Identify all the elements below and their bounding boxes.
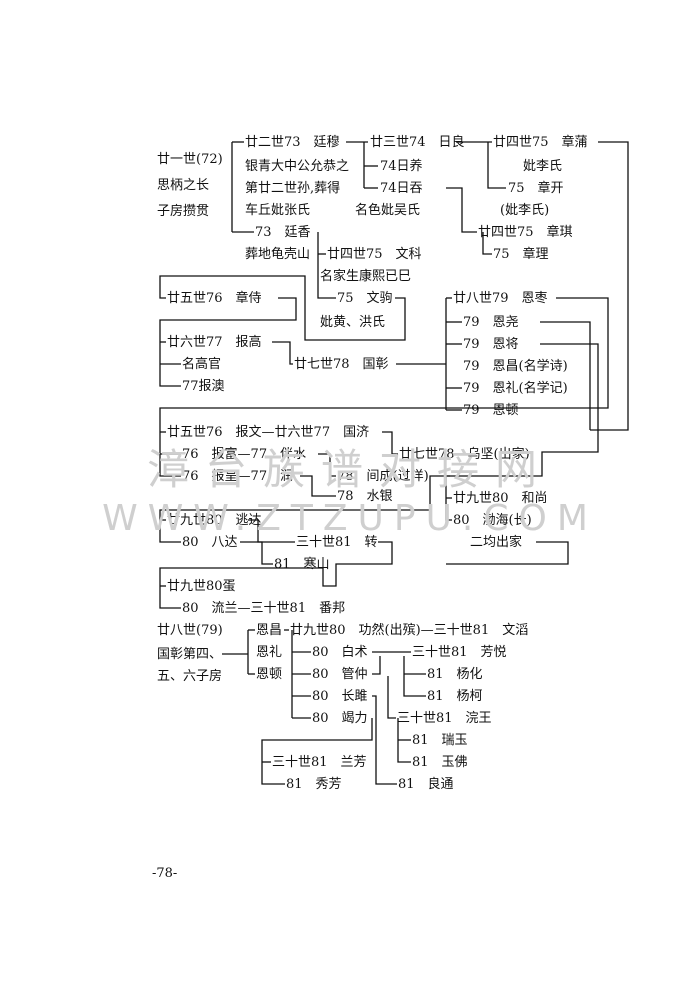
genealogy-label: 78 间成(过洋) bbox=[337, 469, 429, 484]
connector-line bbox=[445, 343, 599, 521]
genealogy-label: 80 长雎 bbox=[312, 689, 368, 704]
genealogy-label: 廿四世75 文科 bbox=[327, 247, 422, 262]
genealogy-label: (妣李氏) bbox=[500, 203, 549, 218]
genealogy-label: 81 瑞玉 bbox=[412, 733, 468, 748]
genealogy-label: 79 恩礼(名学记) bbox=[463, 380, 568, 396]
connector-line bbox=[159, 475, 450, 543]
genealogy-label: 妣李氏 bbox=[523, 159, 562, 174]
genealogy-label: 74日养 bbox=[380, 158, 423, 174]
genealogy-label: 廿八世79 恩枣 bbox=[453, 291, 548, 306]
genealogy-label: 73 廷香 bbox=[255, 225, 311, 240]
genealogy-label: 74日吞 bbox=[380, 181, 423, 196]
page-number: -78- bbox=[152, 866, 178, 881]
genealogy-label: 80 渤海(长) bbox=[453, 512, 532, 528]
genealogy-label: 廿六世77 报高 bbox=[167, 334, 262, 350]
genealogy-label: 81 杨化 bbox=[427, 667, 483, 682]
genealogy-label: 葬地龟壳山 bbox=[245, 247, 310, 262]
genealogy-label: 75 文驹 bbox=[337, 291, 393, 306]
genealogy-label: 80 流兰—三十世81 番邦 bbox=[182, 601, 345, 616]
connector-line bbox=[240, 541, 273, 565]
connector-line bbox=[397, 718, 411, 763]
genealogy-label: 五、六子房 bbox=[157, 668, 222, 684]
genealogy-label: 恩礼 bbox=[256, 644, 282, 660]
genealogy-label: 80 白术 bbox=[312, 644, 368, 660]
genealogy-label: 廿七世78 乌坚(出家) bbox=[399, 446, 530, 462]
genealogy-label: 廿二世73 廷穆 bbox=[245, 135, 340, 150]
genealogy-label: 三十世81 芳悦 bbox=[412, 645, 507, 660]
genealogy-label: 廿八世(79) bbox=[157, 623, 223, 638]
connector-line bbox=[317, 232, 336, 299]
genealogy-label: 国彰第四、 bbox=[157, 646, 222, 662]
connector-lines bbox=[159, 141, 629, 785]
genealogy-label: 廿一世(72) bbox=[157, 152, 223, 167]
genealogy-label: 80 竭力 bbox=[312, 711, 368, 726]
genealogy-label: 廿五世76 章侍 bbox=[167, 290, 262, 306]
connector-line bbox=[446, 187, 477, 233]
genealogy-label: 廿九世80 和尚 bbox=[453, 491, 548, 506]
connector-line bbox=[482, 232, 492, 255]
genealogy-label: 80 管仲 bbox=[312, 667, 368, 682]
connector-line bbox=[372, 695, 397, 785]
genealogy-label: 名家生康熙已巳 bbox=[320, 268, 411, 284]
genealogy-label: 81 杨柯 bbox=[427, 689, 483, 704]
genealogy-label: 银青大中公允恭之 bbox=[245, 158, 349, 174]
connector-line bbox=[159, 541, 393, 609]
connector-line bbox=[159, 297, 297, 387]
connector-line bbox=[248, 519, 295, 543]
genealogy-label: 恩顿 bbox=[256, 667, 282, 682]
genealogy-label: 79 恩顿 bbox=[463, 403, 519, 418]
genealogy-label: 三十世81 转 bbox=[296, 535, 378, 550]
genealogy-label: 廿九世80 逃达 bbox=[167, 513, 262, 528]
genealogy-label: 81 秀芳 bbox=[286, 777, 342, 792]
connector-line bbox=[159, 275, 406, 341]
genealogy-label: 廿四世75 章蒲 bbox=[493, 134, 588, 150]
genealogy-label: 廿三世74 日良 bbox=[370, 134, 465, 150]
genealogy-label: 78 水银 bbox=[337, 489, 393, 504]
connector-line bbox=[261, 718, 373, 785]
connector-line bbox=[403, 656, 426, 697]
genealogy-label: 三十世81 兰芳 bbox=[272, 755, 367, 770]
connector-line bbox=[159, 297, 609, 477]
connector-line bbox=[540, 321, 591, 430]
genealogy-label: 第廿二世孙,葬得 bbox=[245, 180, 340, 196]
genealogy-label: 81 良通 bbox=[398, 776, 454, 792]
genealogy-label: 名色妣吴氏 bbox=[355, 202, 420, 218]
genealogy-label: 妣黄、洪氏 bbox=[320, 315, 385, 330]
genealogy-label: 75 章开 bbox=[508, 180, 564, 196]
genealogy-label: 79 恩将 bbox=[463, 337, 519, 352]
connector-line bbox=[318, 453, 336, 477]
genealogy-label: 名高官 bbox=[182, 356, 221, 372]
connector-line bbox=[272, 341, 293, 365]
genealogy-label: 76 报呈—77 润 bbox=[182, 469, 293, 484]
connector-line bbox=[382, 431, 398, 455]
genealogy-label: 79 恩昌(名学诗) bbox=[463, 358, 568, 374]
connector-line bbox=[446, 541, 569, 565]
connector-line bbox=[487, 142, 506, 189]
genealogy-label: 廿四世75 章琪 bbox=[478, 224, 573, 240]
genealogy-label: 77报澳 bbox=[182, 378, 225, 394]
connector-line bbox=[300, 475, 336, 497]
genealogy-label: 81 寒山 bbox=[274, 556, 330, 572]
genealogy-label: 76 报富—77 伴水 bbox=[182, 446, 306, 462]
connector-line bbox=[387, 676, 396, 719]
genealogy-label: 80 八达 bbox=[182, 535, 238, 550]
genealogy-label: 车丘妣张氏 bbox=[245, 202, 310, 218]
genealogy-label: 75 章理 bbox=[493, 246, 549, 262]
genealogy-label: 廿九世80蛋 bbox=[167, 579, 236, 594]
genealogy-label: 廿五世76 报文—廿六世77 国济 bbox=[167, 425, 369, 440]
genealogy-label: 思柄之长 bbox=[157, 178, 209, 193]
genealogy-label: 79 恩尧 bbox=[463, 315, 519, 330]
genealogy-label: 廿七世78 国彰 bbox=[294, 356, 389, 372]
genealogy-label: 81 玉佛 bbox=[412, 755, 468, 770]
genealogy-label: 三十世81 浣王 bbox=[397, 711, 492, 726]
connector-line bbox=[590, 141, 629, 431]
genealogy-label: 子房攒贯 bbox=[157, 203, 209, 219]
genealogy-label: 恩昌 bbox=[256, 623, 282, 638]
genealogy-label: 二均出家 bbox=[470, 534, 522, 550]
genealogy-label: 廿九世80 功然(出殡)—三十世81 文滔 bbox=[290, 622, 528, 638]
connector-line bbox=[372, 656, 381, 675]
